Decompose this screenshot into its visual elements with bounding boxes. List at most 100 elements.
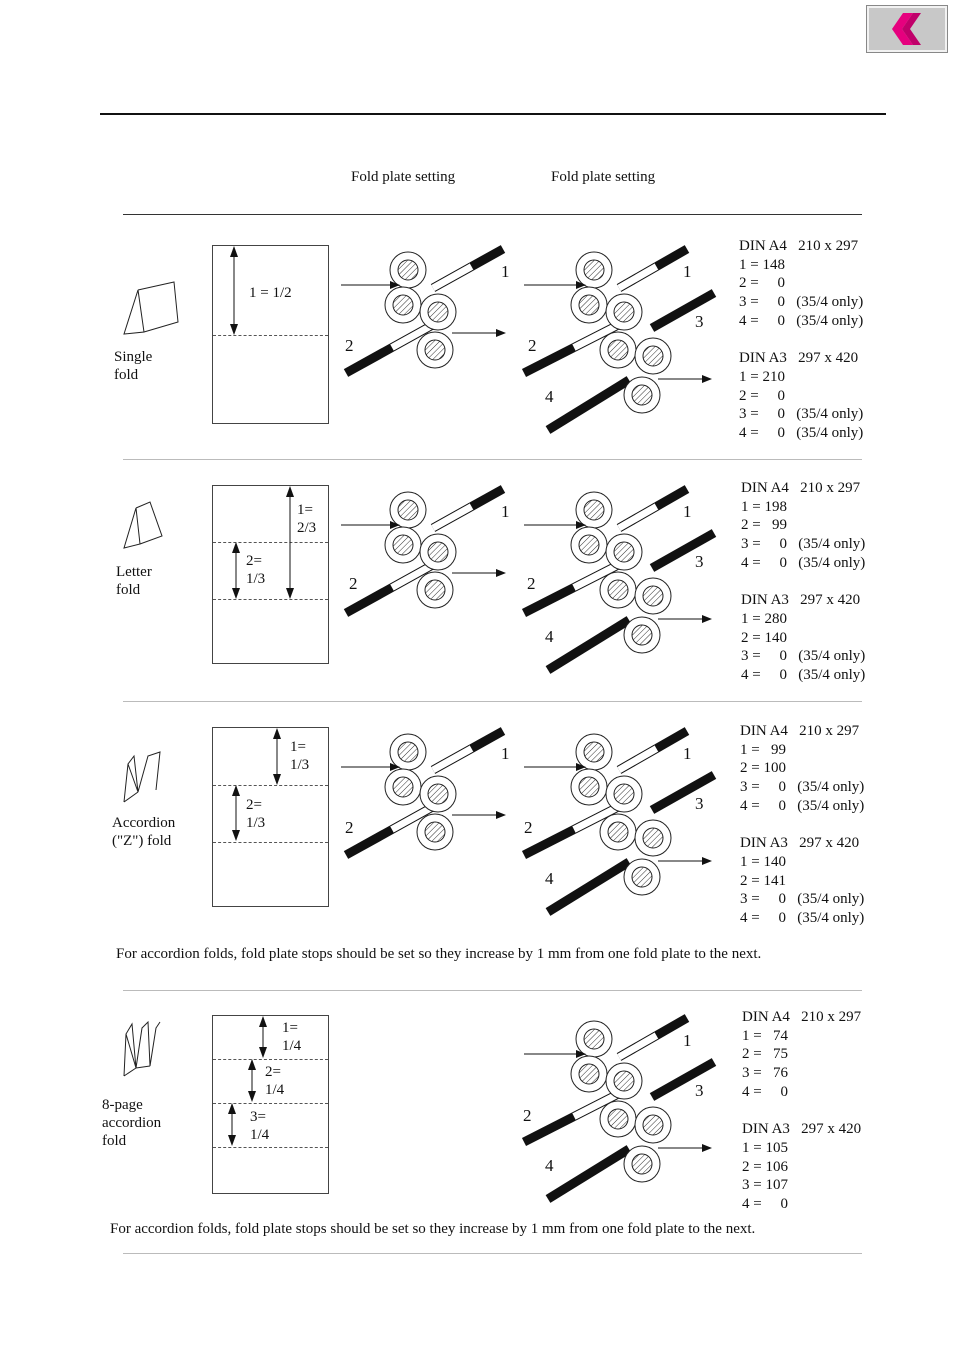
roller-core [607,579,629,601]
roller [634,577,672,615]
roller-core [607,821,629,843]
fold-plate-white-segment [390,558,440,591]
fold-fraction: 2= 1/3 [246,553,266,587]
roller [384,768,422,806]
fold-line [213,1147,328,1148]
roller [623,1145,661,1183]
fold-line [213,1103,328,1104]
section-divider [123,701,862,702]
roller [384,286,422,324]
roller-core [427,783,449,805]
column-header-fold-plate-1: Fold plate setting [351,169,456,185]
plate-number: 1 [683,262,692,281]
back-button[interactable] [866,5,948,53]
plate-number: 4 [545,869,554,888]
roller [419,533,457,571]
accordion-fold-icon [123,751,161,803]
roller [570,1055,608,1093]
fold-plate-white-segment [571,799,627,834]
roller-core [642,827,664,849]
plate-number: 4 [545,387,554,406]
roller [623,616,661,654]
plate-number: 2 [523,1106,532,1125]
roller [570,768,608,806]
plate-number: 2 [527,574,536,593]
plate-number: 2 [524,818,533,837]
chevron-left-icon [892,13,921,45]
roller-core [392,534,414,556]
plate-number: 3 [695,1081,704,1100]
roller [575,251,613,289]
fold-plate-white-segment [616,1031,659,1061]
fold-fraction: 1= 1/4 [282,1020,302,1054]
feed-arrow [576,763,586,771]
feed-arrow [702,1144,712,1152]
roller-core [631,866,653,888]
fold-plate-white-segment [431,745,474,774]
roller [599,813,637,851]
fold-plate-white-segment [430,502,474,532]
fold-type-label: Accordion ("Z") fold [112,815,176,849]
fold-plate-white-segment [389,800,441,834]
roller [623,858,661,896]
fold-plate [649,529,717,572]
roller-core [392,294,414,316]
roller [605,1062,643,1100]
fold-plate-white-segment [390,800,440,833]
roller-core [583,741,605,763]
roller [416,571,454,609]
roller-core [427,301,449,323]
roller-core [631,384,653,406]
plate-number: 3 [695,794,704,813]
fold-plate-white-segment [430,744,474,774]
fold-plate-white-segment [617,1032,659,1061]
feed-arrow [702,615,712,623]
roller [634,1106,672,1144]
plate-number: 2 [349,574,358,593]
bottom-rule [123,1253,862,1254]
roller [419,775,457,813]
fold-fraction: 2= 1/4 [265,1064,285,1098]
roller [575,1020,613,1058]
roller [605,775,643,813]
roller-core [642,345,664,367]
paper-sheet [212,245,329,424]
plate-number: 2 [528,336,537,355]
fold-plate-white-segment [617,263,659,292]
plate-number: 3 [695,312,704,331]
plate-number: 4 [545,627,554,646]
fold-plate [649,1058,717,1101]
roller-core [578,534,600,556]
plate-number: 2 [345,336,354,355]
roller-core [642,1114,664,1136]
roller [570,526,608,564]
roller [599,571,637,609]
fold-plate [469,485,506,511]
roller-core [613,1070,635,1092]
plate-number: 2 [345,818,354,837]
roller-core [427,541,449,563]
fold-plate-white-segment [572,800,626,833]
fold-fraction: 1 = 1/2 [249,285,292,301]
top-rule [100,113,886,115]
fold-type-label: Single fold [114,349,153,383]
feed-arrow [702,857,712,865]
fold-plate [469,727,506,753]
eight-page-note: For accordion folds, fold plate stops sh… [110,1221,756,1237]
header-rule [123,214,862,215]
paper-sheet [212,727,329,907]
roller-core [631,1153,653,1175]
roller-core [578,1063,600,1085]
feed-arrow [390,281,400,289]
fold-plate-white-segment [616,744,659,774]
roller-core [392,776,414,798]
roller-core [578,776,600,798]
plate-number: 1 [683,744,692,763]
fold-plate-white-segment [389,318,441,352]
fold-fraction: 2= 1/3 [246,797,266,831]
fold-plate-white-segment [616,262,659,292]
fold-line [213,1059,328,1060]
fold-plate-white-segment [430,262,474,292]
roller [416,331,454,369]
roller [384,526,422,564]
